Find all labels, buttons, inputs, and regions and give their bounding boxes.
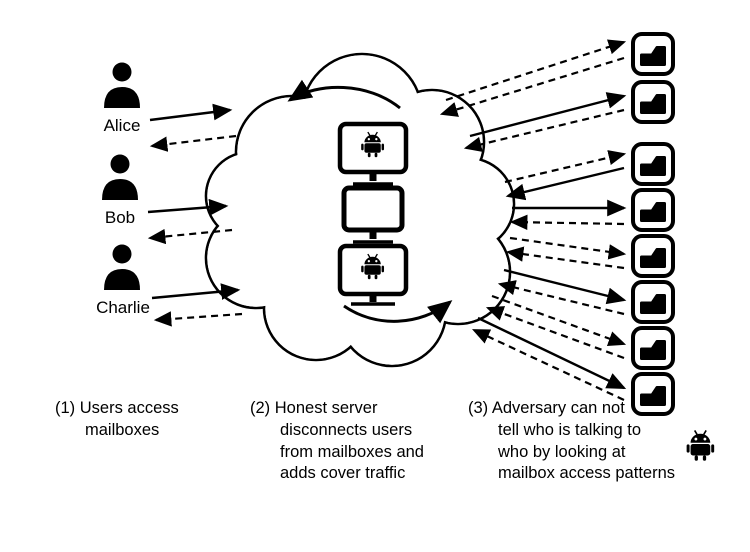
server-stack [287,79,453,324]
arrow-alice-to-cloud [149,103,233,122]
arrow-bob-to-cloud [147,198,229,216]
arrow-mailbox-access [503,268,627,305]
arrow-cover-traffic [491,294,627,346]
user-icon-bob [102,154,138,200]
arrow-cover-traffic [445,39,627,102]
arrow-cover-traffic [463,108,625,152]
arrow-cover-traffic [509,236,627,260]
arrow-cover-traffic [497,280,625,316]
mailbox-icon [631,280,675,324]
server-monitor-middle [341,185,405,233]
mailbox-icon [631,80,675,124]
mailbox-icon [631,234,675,278]
arrow-cover-traffic [504,150,627,184]
arrow-cover-traffic [485,306,625,360]
users-group [102,62,140,290]
mailbox-icon [631,326,675,370]
arrows-cloud-mailboxes [439,39,627,401]
user-label-bob: Bob [104,208,136,227]
mailbox-icon [631,142,675,186]
user-label-charlie: Charlie [96,298,150,317]
arrow-cover-traffic [439,56,625,117]
mailbox-icon [631,32,675,76]
arrow-cloud-to-bob [147,228,233,245]
user-label-alice: Alice [103,116,141,135]
user-icon-alice [104,62,140,108]
arrow-cover-traffic [509,214,625,230]
monitor-stand [369,172,377,181]
arrow-charlie-to-cloud [151,283,241,300]
arrow-cloud-to-charlie [153,311,243,327]
arrow-mailbox-access [505,166,625,201]
monitor-stand [369,294,377,302]
arrow-mailbox-access [469,92,627,138]
arrow-cover-traffic [505,246,625,270]
user-icon-charlie [104,244,140,290]
caption-step3: (3) Adversary can not tell who is talkin… [468,399,675,483]
mailbox-icon [631,188,675,232]
monitor-stand [369,230,377,239]
shuffle-arrow-bottom [343,300,453,324]
mailboxes-group [631,32,675,416]
arrow-mailbox-access [477,316,627,390]
arrows-users-cloud [147,103,243,327]
adversary-android-icon [685,429,715,462]
arrow-cloud-to-alice [149,134,237,152]
shuffle-arrow-top [287,79,401,110]
arrow-cover-traffic [472,329,625,401]
caption-step1: (1) Users access mailboxes [55,399,179,439]
caption-step2: (2) Honest server disconnects users from… [250,399,424,483]
